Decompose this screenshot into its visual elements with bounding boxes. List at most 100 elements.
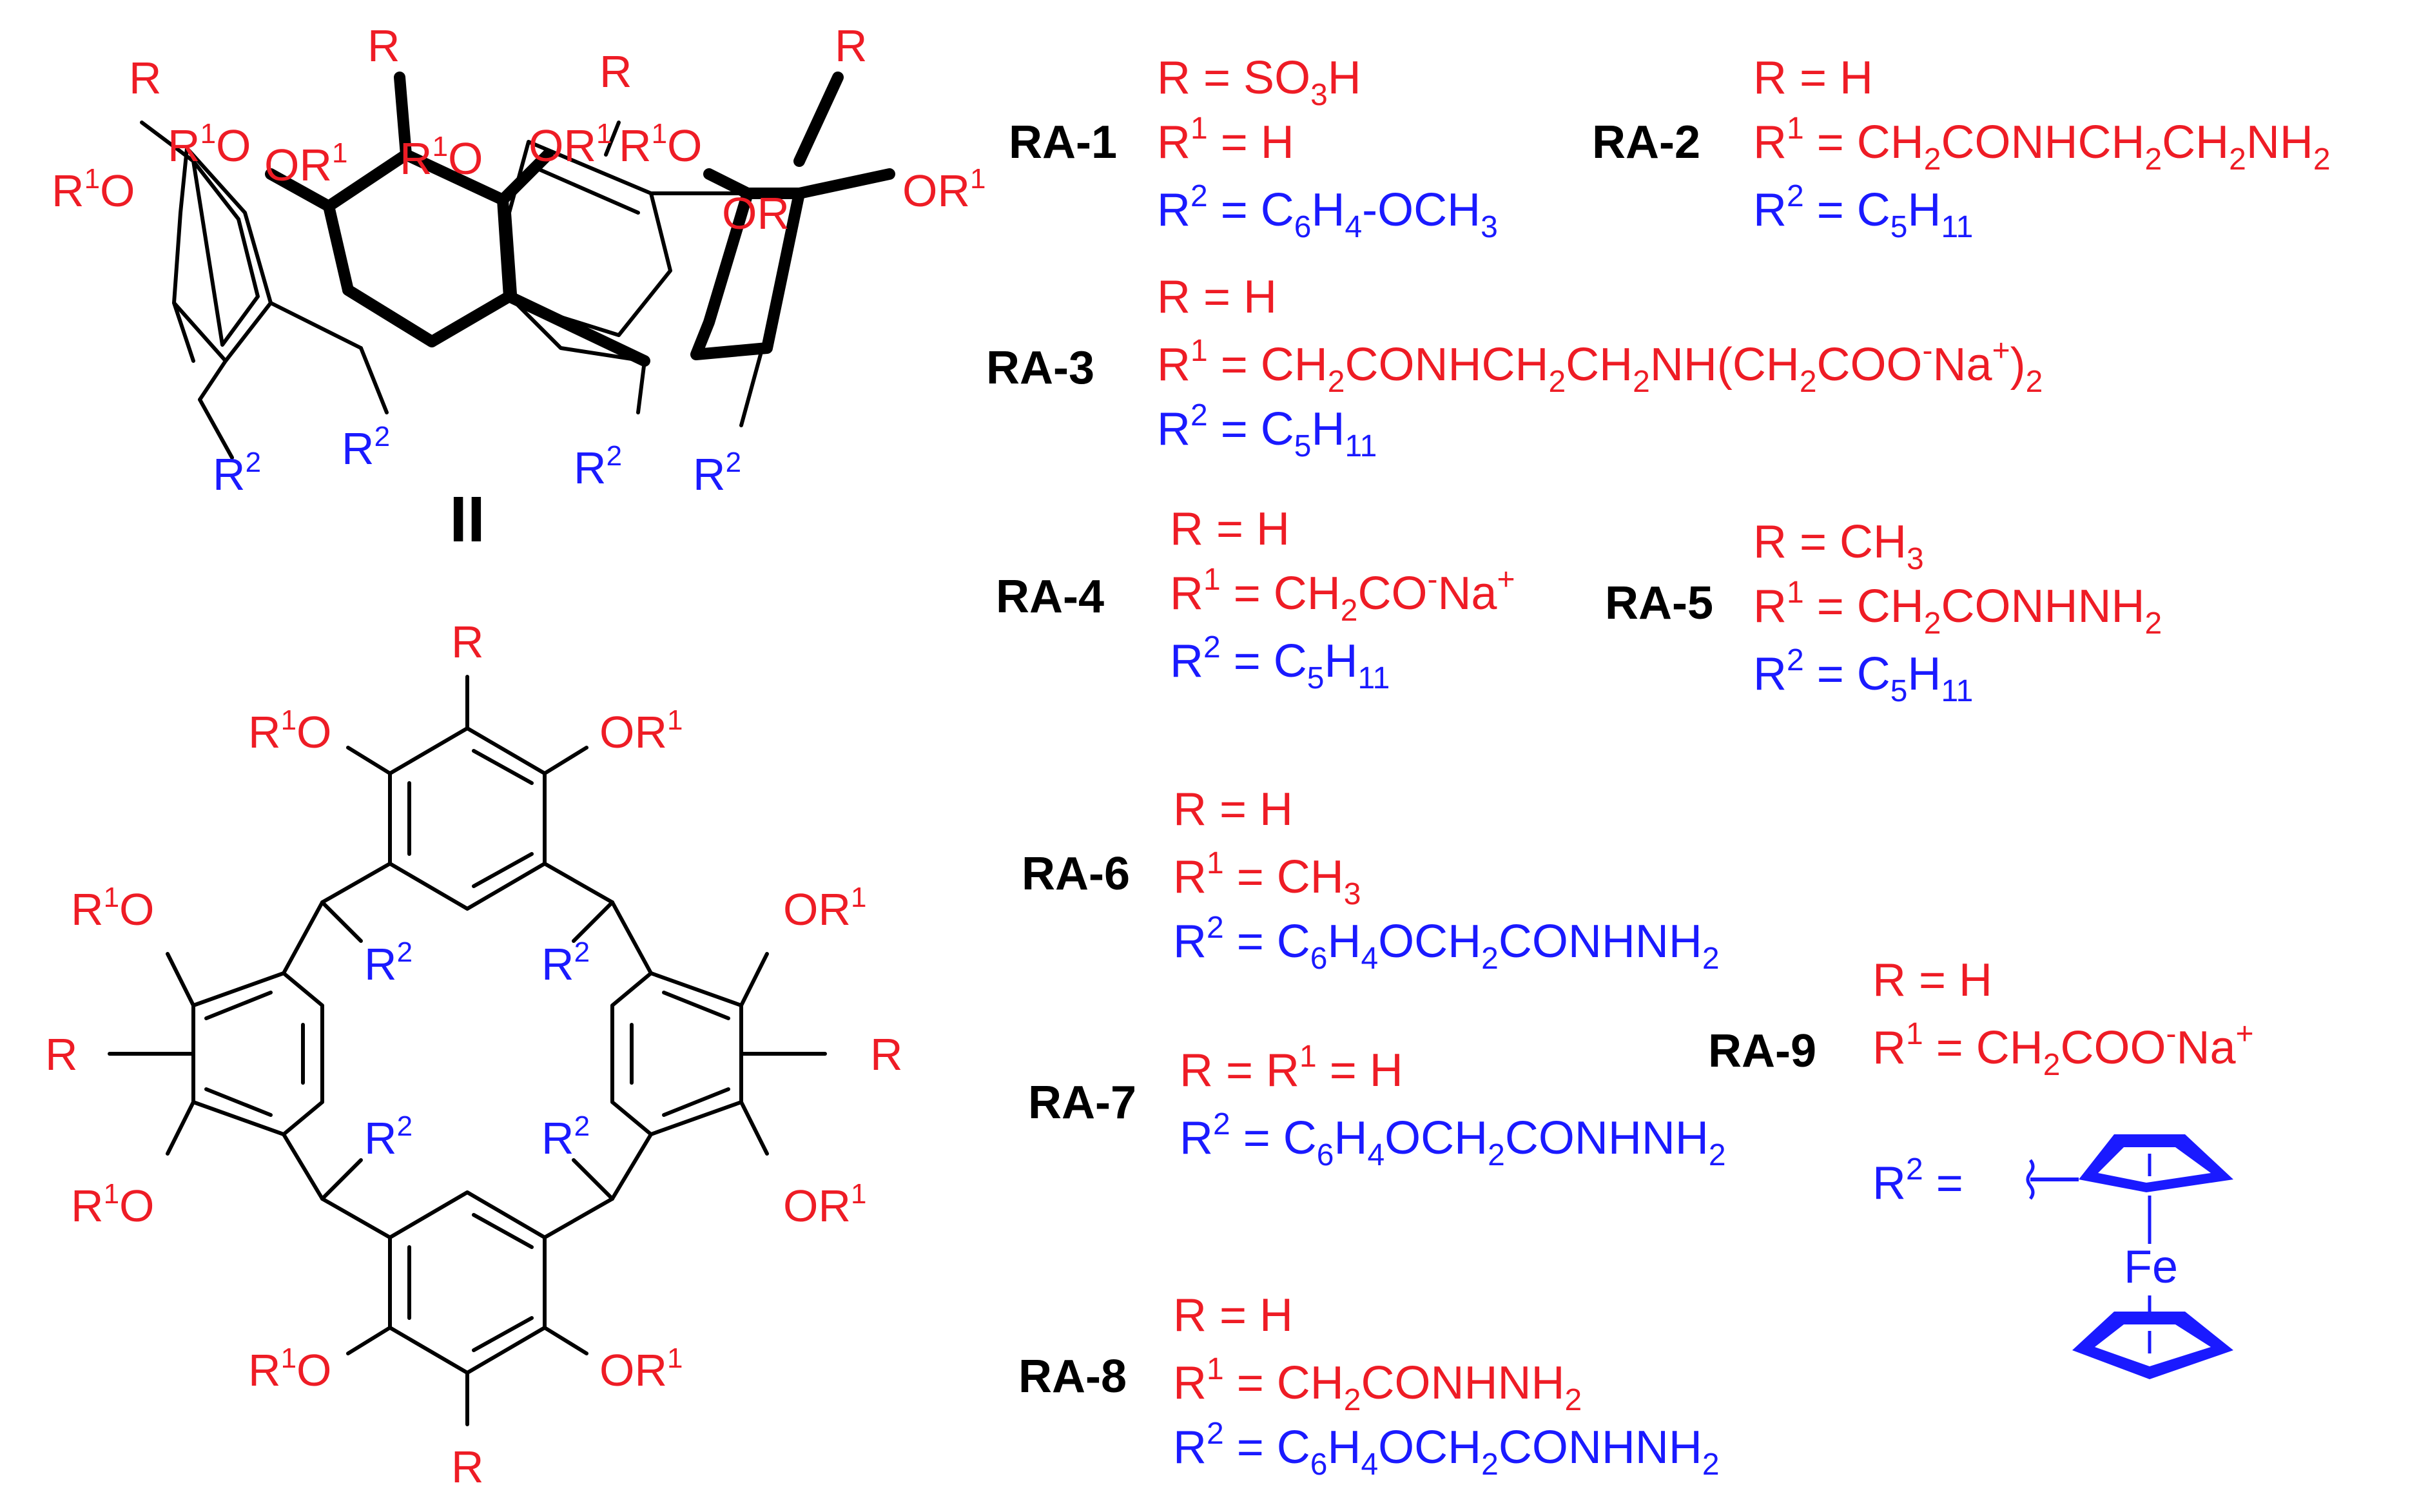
R-def: R = SO3H [1157, 52, 1361, 112]
compound-RA-1: RA-1 R = SO3H R1 = H R2 = C6H4-OCH3 [1009, 52, 1498, 244]
bond-top-bridge-left [320, 862, 392, 904]
bond-R2-a [320, 900, 363, 943]
bond-back-bridge [514, 301, 646, 363]
bond-left-bridge-up [282, 900, 324, 975]
R1-def: R1 = H [1157, 111, 1294, 168]
compound-id: RA-3 [986, 342, 1094, 394]
cone-conformer-structure: R R R R R1O R1O OR1 R1O OR1 R1O OR OR1 R… [52, 21, 986, 556]
bond-to-R2-right1 [636, 359, 646, 414]
compound-id: RA-9 [1708, 1025, 1816, 1077]
compound-RA-8: RA-8 R = H R1 = CH2CONHNH2 R2 = C6H4OCH2… [1018, 1290, 1720, 1482]
ring-left-db3 [204, 1087, 273, 1117]
compound-RA-9: RA-9 R = H R1 = CH2COO-Na+ R2 = Fe [1708, 955, 2254, 1379]
label-R-1: R [129, 53, 162, 103]
bond-bottom-O-right [543, 1326, 588, 1355]
R1-def: R1 = CH2CONHNH2 [1173, 1352, 1582, 1417]
ring-right-db2 [662, 991, 730, 1020]
bond-to-R2-right2 [739, 353, 763, 427]
R2-def: R2 = [1872, 1152, 1963, 1209]
mc-label-R2-d: R2 [541, 1110, 590, 1163]
bond-bottom-O-left [346, 1326, 392, 1355]
compound-RA-4: RA-4 R = H R1 = CH2CO-Na+ R2 = C5H11 [996, 503, 1515, 695]
bond-top-O-left [346, 746, 392, 775]
mc-label-R-bottom: R [451, 1442, 484, 1492]
mc-label-R1O-top: R1O [248, 704, 332, 757]
label-OR1-2: OR1 [529, 118, 612, 171]
bond-R2-d [572, 1158, 614, 1201]
label-R1O-1: R1O [52, 163, 135, 216]
bond-front-right-O [793, 168, 895, 199]
R-def: R = H [1872, 955, 1992, 1006]
bond-left-low [172, 301, 195, 363]
R-def: R = H [1753, 52, 1873, 104]
bond-bottom-bridge-left [320, 1197, 392, 1239]
mc-label-R2-b: R2 [541, 936, 590, 989]
bond-left-bridge [269, 301, 363, 350]
cp-ring-bottom-inner [2095, 1324, 2211, 1366]
compound-RA-7: RA-7 R = R1 = H R2 = C6H4OCH2CONHNH2 [1028, 1040, 1726, 1172]
mc-label-OR1-right-down: OR1 [783, 1178, 866, 1231]
mc-label-R2-c: R2 [364, 1110, 413, 1163]
label-R1O-4: R1O [619, 118, 703, 171]
R-def: R = H [1173, 1290, 1293, 1341]
bond-to-R2-left [198, 398, 234, 460]
ring-top-db2 [472, 749, 534, 785]
bond-left-O-down [166, 1100, 195, 1156]
compound-id: RA-8 [1018, 1351, 1127, 1402]
R-def: R = CH3 [1753, 516, 1924, 576]
mc-label-R1O-left-up: R1O [71, 882, 155, 935]
ring-front-right [690, 188, 805, 360]
compound-id: RA-7 [1028, 1077, 1136, 1129]
bond-right-bridge-up [610, 900, 653, 975]
R2-def: R2 = C6H4OCH2CONHNH2 [1173, 1417, 1720, 1482]
R1-def: R1 = CH2CONHCH2CH2NH(CH2COO-Na+)2 [1157, 334, 2043, 399]
R1-def: R1 = CH2CONHCH2CH2NH2 [1753, 111, 2331, 177]
compound-RA-6: RA-6 R = H R1 = CH3 R2 = C6H4OCH2CONHNH2 [1022, 784, 1720, 976]
compound-id: RA-5 [1605, 577, 1713, 629]
label-OR1-3: OR [722, 188, 790, 238]
label-OR1-4: OR1 [902, 163, 986, 216]
ring-left-back [172, 146, 273, 363]
bond-front-R [394, 72, 412, 160]
compound-RA-2: RA-2 R = H R1 = CH2CONHCH2CH2NH2 R2 = C5… [1592, 52, 2331, 244]
bond-front-O-right [497, 149, 554, 206]
R1-def: R1 = CH2COO-Na+ [1872, 1017, 2254, 1082]
ring-right-db3 [662, 1087, 730, 1117]
mc-label-OR1-top: OR1 [599, 704, 683, 757]
compound-id: RA-1 [1009, 117, 1117, 168]
ring-bottom-db2 [472, 1213, 534, 1249]
label-R2-1: R2 [213, 447, 261, 499]
macrocycle-structure: R R R R R1O OR1 R1O OR1 R1O R1O OR1 OR1 … [45, 617, 903, 1492]
R2-def: R2 = C5H11 [1170, 630, 1390, 695]
ferrocenyl-group: Fe [2026, 1134, 2233, 1379]
R2-def: R2 = C5H11 [1753, 643, 1973, 708]
bond-right-O-up [739, 952, 769, 1007]
cp-ring-top-inner [2098, 1147, 2211, 1183]
bond-bottom-bridge-right [543, 1197, 614, 1239]
R2-def: R2 = C6H4OCH2CONHNH2 [1180, 1107, 1726, 1172]
label-R-3: R [599, 46, 632, 97]
R-def: R = H [1173, 784, 1293, 835]
R-def: R = R1 = H [1180, 1040, 1403, 1096]
label-OR1-1: OR1 [264, 137, 348, 190]
bond-R-left [140, 121, 195, 163]
ring-left-back-inner [191, 159, 260, 347]
bond-bridge-left-down [198, 359, 228, 402]
mc-label-R2-a: R2 [364, 936, 413, 989]
R2-def: R2 = C6H4OCH2CONHNH2 [1173, 911, 1720, 976]
mc-label-R-left: R [45, 1029, 78, 1080]
R1-def: R1 = CH2CONHNH2 [1753, 576, 2162, 641]
bond-right-O-down [739, 1100, 769, 1156]
label-R2-2: R2 [342, 421, 390, 474]
R2-def: R2 = C6H4-OCH3 [1157, 179, 1498, 244]
mc-label-R-top: R [451, 617, 484, 667]
bond-R2-b [572, 900, 614, 943]
ring-front-left-bond [342, 284, 438, 347]
wavy-bond-icon [2026, 1159, 2035, 1200]
mc-label-OR1-bottom: OR1 [599, 1342, 683, 1395]
mc-label-R1O-bottom: R1O [248, 1342, 332, 1395]
bond-front-right-R [793, 72, 844, 167]
bond-R-mid [604, 121, 621, 157]
label-R-4: R [835, 21, 868, 71]
